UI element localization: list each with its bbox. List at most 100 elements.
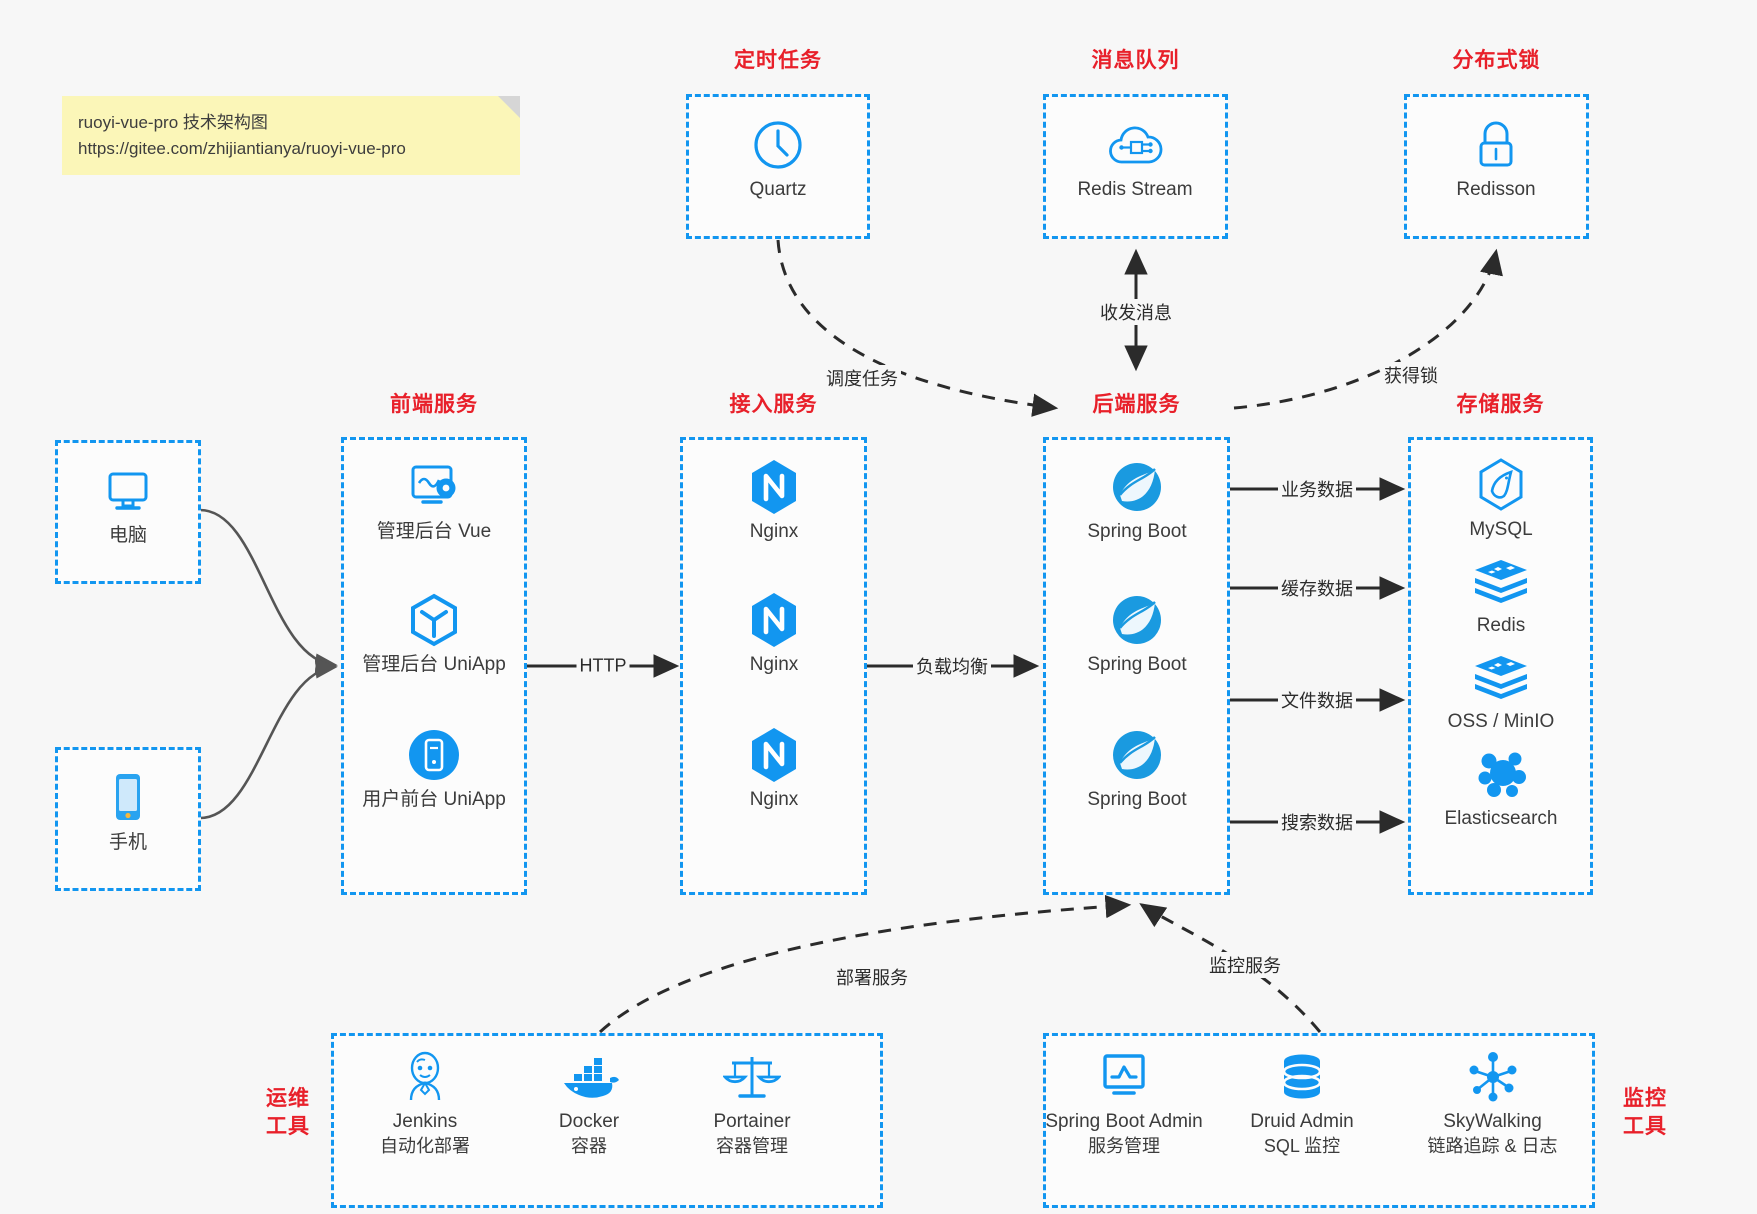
node-label: Nginx xyxy=(749,521,799,542)
jenkins-butler-icon xyxy=(345,1048,505,1106)
node-label: 管理后台 UniApp xyxy=(362,654,506,675)
node-nginx-2[interactable]: Nginx xyxy=(699,591,849,678)
note-line-2: https://gitee.com/zhijiantianya/ruoyi-vu… xyxy=(78,139,406,159)
edge-label-http: HTTP xyxy=(576,655,630,677)
group-title-message-queue: 消息队列 xyxy=(1091,49,1180,72)
node-label: Docker xyxy=(558,1111,620,1132)
node-spring-boot-3[interactable]: Spring Boot xyxy=(1062,726,1212,813)
group-title-backend: 后端服务 xyxy=(1092,393,1181,416)
scales-icon xyxy=(672,1048,832,1106)
nginx-icon xyxy=(699,591,849,649)
edge-label-send-receive-message: 收发消息 xyxy=(1097,299,1175,325)
node-spring-boot-1[interactable]: Spring Boot xyxy=(1062,458,1212,545)
group-title-distributed-lock: 分布式锁 xyxy=(1452,49,1541,72)
note-line-1: ruoyi-vue-pro 技术架构图 xyxy=(78,113,268,132)
node-nginx-1[interactable]: Nginx xyxy=(699,458,849,545)
cloud-network-icon xyxy=(1060,116,1210,174)
edge-label-deploy-service: 部署服务 xyxy=(833,964,911,990)
phone-circle-icon xyxy=(359,726,509,784)
lock-icon xyxy=(1421,116,1571,174)
node-oss-minio[interactable]: OSS / MinIO xyxy=(1426,648,1576,735)
mysql-dolphin-icon xyxy=(1426,456,1576,514)
node-redis[interactable]: Redis xyxy=(1426,552,1576,639)
edge-label-acquire-lock: 获得锁 xyxy=(1381,362,1441,388)
node-label: Spring Boot xyxy=(1087,654,1187,675)
elasticsearch-icon xyxy=(1426,745,1576,803)
node-label: Jenkins xyxy=(392,1111,458,1132)
node-label: Druid Admin xyxy=(1250,1111,1354,1132)
node-label: Spring Boot xyxy=(1087,521,1187,542)
node-label: SkyWalking xyxy=(1443,1111,1542,1132)
group-title-devops: 运维 工具 xyxy=(253,1085,323,1142)
node-druid-admin[interactable]: Druid Admin SQL 监控 xyxy=(1222,1048,1382,1158)
node-label: Redisson xyxy=(1456,179,1536,200)
node-label: OSS / MinIO xyxy=(1447,711,1555,732)
edge-label-load-balance: 负载均衡 xyxy=(913,653,991,679)
dashboard-gear-icon xyxy=(359,458,509,516)
group-title-gateway: 接入服务 xyxy=(729,393,818,416)
node-admin-vue[interactable]: 管理后台 Vue xyxy=(359,458,509,545)
group-devops xyxy=(331,1033,883,1208)
node-label: 电脑 xyxy=(108,525,147,546)
mobile-icon xyxy=(53,769,203,827)
node-sublabel: 容器管理 xyxy=(716,1135,788,1156)
redis-stack-icon xyxy=(1426,648,1576,706)
node-label: Nginx xyxy=(749,654,799,675)
edge-label-search-data: 搜索数据 xyxy=(1278,809,1356,835)
group-title-scheduler: 定时任务 xyxy=(734,49,822,72)
node-admin-uniapp[interactable]: 管理后台 UniApp xyxy=(359,591,509,678)
node-quartz[interactable]: Quartz xyxy=(703,116,853,203)
node-mobile[interactable]: 手机 xyxy=(53,769,203,856)
node-spring-boot-admin[interactable]: Spring Boot Admin 服务管理 xyxy=(1033,1048,1215,1158)
node-label: Redis xyxy=(1476,615,1526,636)
node-elasticsearch[interactable]: Elasticsearch xyxy=(1426,745,1576,832)
node-mysql[interactable]: MySQL xyxy=(1426,456,1576,543)
node-sublabel: SQL 监控 xyxy=(1263,1135,1341,1156)
node-label: 手机 xyxy=(108,832,147,853)
edge-label-file-data: 文件数据 xyxy=(1278,687,1356,713)
node-desktop[interactable]: 电脑 xyxy=(53,462,203,549)
node-label: Spring Boot Admin xyxy=(1045,1111,1203,1132)
node-sublabel: 自动化部署 xyxy=(380,1135,470,1156)
node-sublabel: 服务管理 xyxy=(1088,1135,1160,1156)
desktop-icon xyxy=(53,462,203,520)
note-fold-corner xyxy=(498,96,520,118)
node-label: Nginx xyxy=(749,789,799,810)
group-client-desktop xyxy=(55,440,201,584)
title-note: ruoyi-vue-pro 技术架构图 https://gitee.com/zh… xyxy=(62,96,520,175)
node-label: Redis Stream xyxy=(1077,179,1193,200)
database-icon xyxy=(1222,1048,1382,1106)
node-docker[interactable]: Docker 容器 xyxy=(509,1048,669,1158)
node-label: 管理后台 Vue xyxy=(376,521,492,542)
node-label: Spring Boot xyxy=(1087,789,1187,810)
node-portainer[interactable]: Portainer 容器管理 xyxy=(672,1048,832,1158)
docker-whale-icon xyxy=(509,1048,669,1106)
node-redisson[interactable]: Redisson xyxy=(1421,116,1571,203)
group-backend xyxy=(1043,437,1230,895)
group-title-devops-line1: 运维 xyxy=(266,1087,310,1110)
node-skywalking[interactable]: SkyWalking 链路追踪 & 日志 xyxy=(1400,1048,1585,1158)
nginx-icon xyxy=(699,458,849,516)
node-sublabel: 链路追踪 & 日志 xyxy=(1427,1135,1558,1156)
node-label: MySQL xyxy=(1469,519,1533,540)
node-jenkins[interactable]: Jenkins 自动化部署 xyxy=(345,1048,505,1158)
group-title-monitoring-line1: 监控 xyxy=(1623,1087,1667,1110)
group-title-storage: 存储服务 xyxy=(1456,393,1545,416)
group-title-frontend: 前端服务 xyxy=(390,393,478,416)
edge-label-monitor-service: 监控服务 xyxy=(1206,952,1284,978)
skywalking-node-icon xyxy=(1400,1048,1585,1106)
edge-label-cache-data: 缓存数据 xyxy=(1278,575,1356,601)
edge-label-schedule-task: 调度任务 xyxy=(823,365,901,391)
group-title-monitoring: 监控 工具 xyxy=(1610,1085,1680,1142)
redis-stack-icon xyxy=(1426,552,1576,610)
spring-leaf-icon xyxy=(1062,458,1212,516)
monitor-chart-icon xyxy=(1033,1048,1215,1106)
node-nginx-3[interactable]: Nginx xyxy=(699,726,849,813)
node-spring-boot-2[interactable]: Spring Boot xyxy=(1062,591,1212,678)
group-frontend xyxy=(341,437,527,895)
node-redis-stream[interactable]: Redis Stream xyxy=(1060,116,1210,203)
nginx-icon xyxy=(699,726,849,784)
node-user-uniapp[interactable]: 用户前台 UniApp xyxy=(359,726,509,813)
hexagon-cube-icon xyxy=(359,591,509,649)
